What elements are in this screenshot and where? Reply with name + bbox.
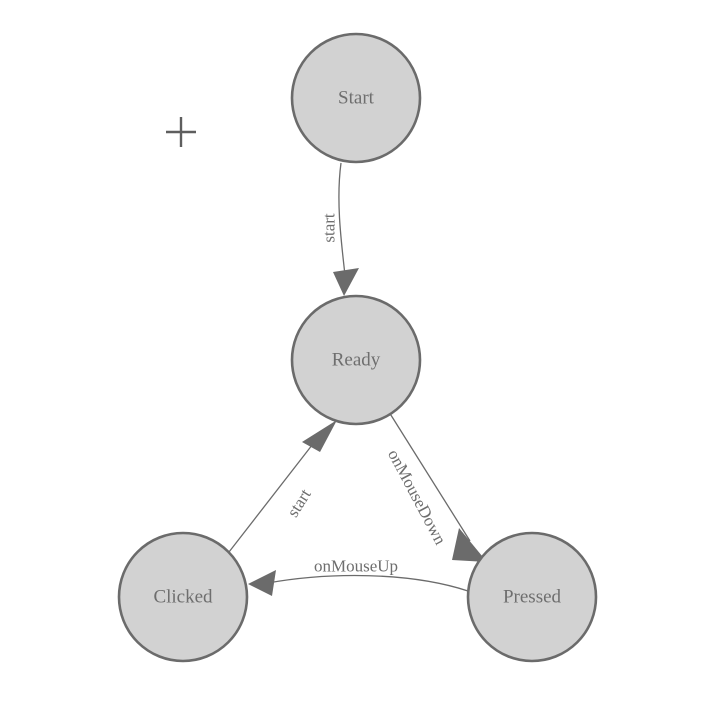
edge-clicked-to-ready[interactable]: start bbox=[228, 420, 337, 553]
arrowhead-icon bbox=[452, 528, 487, 562]
state-node-clicked[interactable]: Clicked bbox=[117, 531, 249, 663]
state-node-ready[interactable]: Ready bbox=[290, 294, 422, 426]
crosshair-icon[interactable] bbox=[166, 117, 196, 147]
state-node-start[interactable]: Start bbox=[290, 32, 422, 164]
edge-path bbox=[267, 574, 469, 592]
edge-pressed-to-clicked[interactable]: onMouseUp bbox=[248, 557, 469, 597]
state-circle bbox=[117, 531, 249, 663]
edge-start-to-ready[interactable]: start bbox=[320, 162, 360, 296]
state-circle bbox=[466, 531, 598, 663]
state-label: Pressed bbox=[503, 587, 562, 608]
edge-path bbox=[338, 162, 346, 276]
edge-label-ready-to-pressed: onMouseDown bbox=[384, 446, 450, 548]
state-label: Start bbox=[338, 88, 375, 109]
edge-label-pressed-to-clicked: onMouseUp bbox=[314, 557, 398, 576]
state-circle bbox=[290, 294, 422, 426]
arrowhead-icon bbox=[302, 420, 337, 452]
state-node-pressed[interactable]: Pressed bbox=[466, 531, 598, 663]
edge-label-start-to-ready: start bbox=[320, 213, 339, 243]
edge-label-clicked-to-ready: start bbox=[283, 485, 315, 520]
edge-ready-to-pressed[interactable]: onMouseDown bbox=[384, 411, 487, 562]
state-label: Clicked bbox=[153, 587, 213, 608]
edge-path bbox=[228, 439, 317, 553]
arrowhead-icon bbox=[333, 268, 359, 296]
arrowhead-icon bbox=[248, 570, 276, 596]
state-circle bbox=[290, 32, 422, 164]
edge-path bbox=[388, 411, 471, 542]
state-label: Ready bbox=[332, 350, 381, 371]
